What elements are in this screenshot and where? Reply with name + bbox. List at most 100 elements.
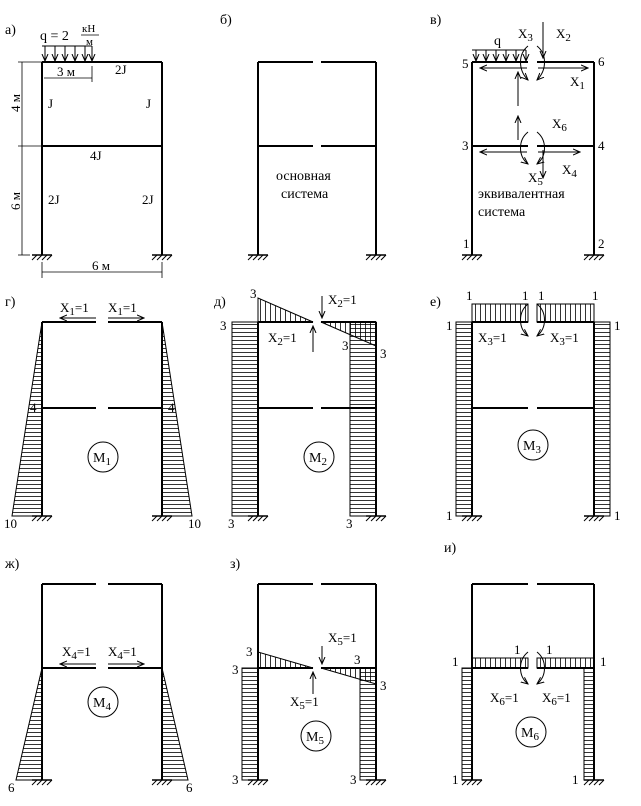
m4-6-right: 6 xyxy=(186,780,193,795)
stiffness-top: 2J xyxy=(115,62,127,77)
x6-right: X6=1 xyxy=(542,690,571,708)
m1-10-left: 10 xyxy=(4,516,17,531)
basic-system-line2: система xyxy=(281,187,329,202)
panel-a-given-frame: а) q = 2 кН м 3 м 2J J J 4 xyxy=(5,23,173,278)
equiv-system-line2: система xyxy=(478,205,526,220)
m2-3-bottom-left: 3 xyxy=(228,516,235,531)
panel-g-label: г) xyxy=(5,295,16,310)
load-unit-den: м xyxy=(86,36,93,48)
m2-3-bottom-right: 3 xyxy=(346,516,353,531)
stiffness-left-upper: J xyxy=(48,96,53,111)
x4-right: X4=1 xyxy=(108,644,137,662)
stiffness-right-upper: J xyxy=(146,96,151,111)
m3-1-top-mid-left: 1 xyxy=(522,288,529,303)
stiffness-beam: 4J xyxy=(90,148,102,163)
m2-symbol: M2 xyxy=(309,451,327,468)
m4-symbol: M4 xyxy=(93,696,111,713)
m5-3-c: 3 xyxy=(354,652,361,667)
m2-3-top-left: 3 xyxy=(250,286,257,301)
panel-d-m2: д) X2=1 X2=1 3 3 3 3 3 3 M2 xyxy=(214,286,387,531)
x2-label: X2 xyxy=(556,26,571,44)
m1-10-right: 10 xyxy=(188,516,201,531)
dim-4m: 4 м xyxy=(8,94,23,112)
equiv-system-line1: эквивалентная xyxy=(478,187,565,202)
m3-1-bottom-left: 1 xyxy=(446,508,453,523)
x4-left: X4=1 xyxy=(62,644,91,662)
m6-1-a: 1 xyxy=(514,642,521,657)
node-5: 5 xyxy=(462,56,469,71)
m1-4-right: 4 xyxy=(168,400,175,415)
m2-3-mid-right: 3 xyxy=(342,338,349,353)
panel-a-label: а) xyxy=(5,23,16,38)
x5-bottom: X5=1 xyxy=(290,694,319,712)
m5-3-bottom-left: 3 xyxy=(232,772,239,787)
dim-6m-width: 6 м xyxy=(92,258,110,273)
m6-symbol: M6 xyxy=(521,726,539,743)
panel-zh-label: ж) xyxy=(4,557,20,572)
m5-3-a: 3 xyxy=(246,644,253,659)
x1-left: X1=1 xyxy=(60,300,89,318)
m2-3-left: 3 xyxy=(220,318,227,333)
x6-label: X6 xyxy=(552,116,567,134)
panel-b-basic-system: б) основная система xyxy=(220,13,387,261)
m5-3-bottom-right: 3 xyxy=(350,772,357,787)
x5-label: X5 xyxy=(528,170,543,188)
m3-1-bottom-right: 1 xyxy=(614,508,621,523)
x4-label: X4 xyxy=(562,162,577,180)
x1-right: X1=1 xyxy=(108,300,137,318)
basic-system-line1: основная xyxy=(276,169,331,184)
x1-label: X1 xyxy=(570,74,585,92)
stiffness-left-lower: 2J xyxy=(48,192,60,207)
m6-1-bottom-right: 1 xyxy=(572,772,579,787)
x2-bottom: X2=1 xyxy=(268,330,297,348)
m3-1-top-right: 1 xyxy=(592,288,599,303)
m1-4-left: 4 xyxy=(30,400,37,415)
panel-i-label: и) xyxy=(444,541,456,556)
m3-1-top-mid-right: 1 xyxy=(538,288,545,303)
m6-1-bottom-left: 1 xyxy=(452,772,459,787)
node-1: 1 xyxy=(463,236,470,251)
panel-d-label: д) xyxy=(214,295,226,310)
dim-6m: 6 м xyxy=(8,192,23,210)
panel-z-label: з) xyxy=(230,557,241,572)
m5-3-d: 3 xyxy=(380,678,387,693)
m3-1-right: 1 xyxy=(614,318,621,333)
equiv-load-q: q xyxy=(494,34,501,49)
m4-6-left: 6 xyxy=(8,780,15,795)
node-2: 2 xyxy=(598,236,605,251)
m6-1-left: 1 xyxy=(452,654,459,669)
load-value: q = 2 xyxy=(40,29,69,44)
m6-1-b: 1 xyxy=(546,642,553,657)
m1-symbol: M1 xyxy=(93,451,111,468)
x5-top: X5=1 xyxy=(328,630,357,648)
m3-1-left: 1 xyxy=(446,318,453,333)
m5-symbol: M5 xyxy=(306,730,324,747)
panel-v-label: в) xyxy=(430,13,442,28)
frame-a xyxy=(41,61,163,255)
stiffness-right-lower: 2J xyxy=(142,192,154,207)
panel-g-m1: г) X1=1 X1=1 4 4 10 10 M1 xyxy=(4,295,201,531)
m3-1-top-left: 1 xyxy=(466,288,473,303)
panel-z-m5: з) X5=1 X5=1 3 3 3 3 3 3 M5 xyxy=(230,557,387,787)
m5-3-b: 3 xyxy=(232,662,239,677)
panel-e-label: е) xyxy=(430,295,441,310)
panel-v-equivalent-system: в) q xyxy=(430,13,605,261)
m3-symbol: M3 xyxy=(523,439,541,456)
m2-3-right: 3 xyxy=(380,346,387,361)
m6-1-right: 1 xyxy=(600,654,607,669)
node-3: 3 xyxy=(462,138,469,153)
load-unit-num: кН xyxy=(82,23,95,35)
node-6: 6 xyxy=(598,54,605,69)
x2-top: X2=1 xyxy=(328,292,357,310)
panel-zh-m4: ж) X4=1 X4=1 6 6 M4 xyxy=(4,557,193,795)
distributed-load xyxy=(42,45,92,61)
panel-i-m6: и) 1 1 1 1 1 1 X6=1 X6=1 M6 xyxy=(444,541,607,787)
x3-left: X3=1 xyxy=(478,330,507,348)
panel-e-m3: е) 1 1 1 1 1 1 1 1 X3=1 X3=1 M3 xyxy=(430,288,621,523)
x3-label: X3 xyxy=(518,26,533,44)
dim-3m: 3 м xyxy=(57,64,75,79)
x3-right: X3=1 xyxy=(550,330,579,348)
panel-b-label: б) xyxy=(220,13,232,28)
node-4: 4 xyxy=(598,138,605,153)
